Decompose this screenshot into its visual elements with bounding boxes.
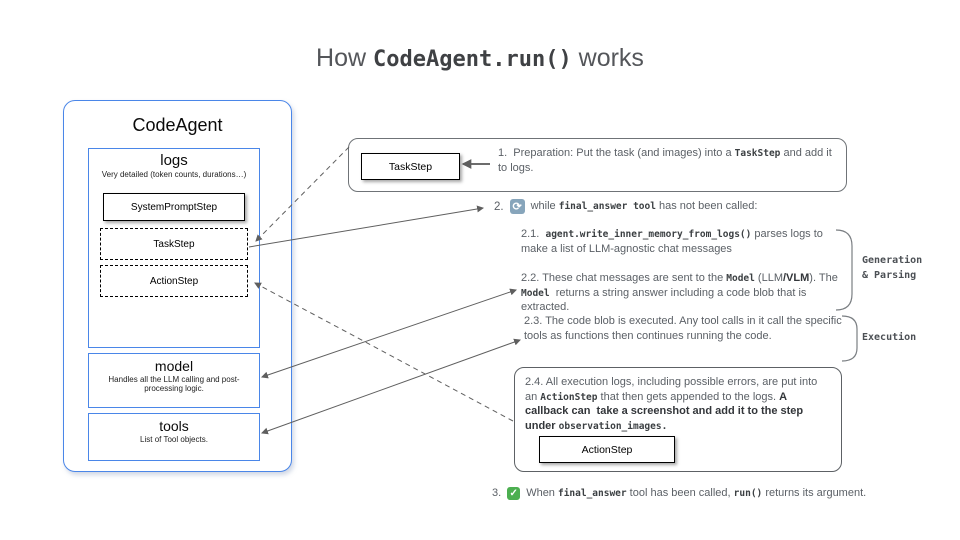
- model-box: model Handles all the LLM calling and po…: [88, 353, 260, 408]
- step24-callout: 2.4. All execution logs, including possi…: [514, 367, 842, 472]
- generation-parsing-label: Generation & Parsing: [862, 255, 923, 281]
- step22-text: 2.2. These chat messages are sent to the…: [521, 272, 841, 314]
- action-step-chip: ActionStep: [539, 436, 675, 463]
- execution-label: Execution: [862, 332, 917, 343]
- step2-text: while final_answer tool has not been cal…: [530, 200, 758, 213]
- step24-text: 2.4. All execution logs, including possi…: [525, 376, 821, 432]
- systemprompt-step-chip: SystemPromptStep: [103, 193, 245, 221]
- title-prefix: How: [316, 44, 374, 72]
- model-title: model: [154, 358, 194, 374]
- step3-text: When final_answer tool has been called, …: [526, 487, 867, 499]
- arrow-tools-step23: [261, 338, 521, 435]
- loop-icon: ⟳: [509, 199, 525, 214]
- title-suffix: works: [571, 44, 644, 72]
- task-step-chip: TaskStep: [361, 153, 460, 180]
- logs-title: logs: [160, 152, 188, 169]
- tools-title: tools: [159, 418, 189, 434]
- step3-row: 3. ✓ When final_answer tool has been cal…: [492, 486, 866, 501]
- step2-row: 2. ⟳ while final_answer tool has not bee…: [494, 199, 757, 214]
- page-title: How CodeAgent.run() works: [0, 44, 960, 73]
- arrow-step24-to-logs-actionstep: [254, 282, 514, 422]
- step1-text: 1. Preparation: Put the task (and images…: [498, 147, 835, 174]
- step2-number: 2.: [494, 200, 504, 213]
- arrow-model-step22: [261, 288, 517, 379]
- check-icon: ✓: [507, 486, 521, 500]
- model-subtitle: Handles all the LLM calling and post-pro…: [108, 375, 240, 393]
- action-step-chip-logs: ActionStep: [100, 265, 248, 297]
- step3-number: 3.: [492, 487, 502, 500]
- task-step-chip-logs: TaskStep: [100, 228, 248, 260]
- logs-box: logs Very detailed (token counts, durati…: [88, 148, 260, 348]
- codeagent-box: CodeAgent logs Very detailed (token coun…: [63, 100, 292, 472]
- tools-subtitle: List of Tool objects.: [140, 435, 208, 444]
- tools-box: tools List of Tool objects.: [88, 413, 260, 461]
- step1-callout: TaskStep 1. Preparation: Put the task (a…: [348, 138, 847, 192]
- logs-subtitle: Very detailed (token counts, durations…): [101, 170, 247, 179]
- title-code: CodeAgent.run(): [373, 47, 572, 72]
- step21-text: 2.1. agent.write_inner_memory_from_logs(…: [521, 228, 826, 255]
- codeagent-title: CodeAgent: [132, 115, 223, 135]
- step23-text: 2.3. The code blob is executed. Any tool…: [524, 315, 845, 342]
